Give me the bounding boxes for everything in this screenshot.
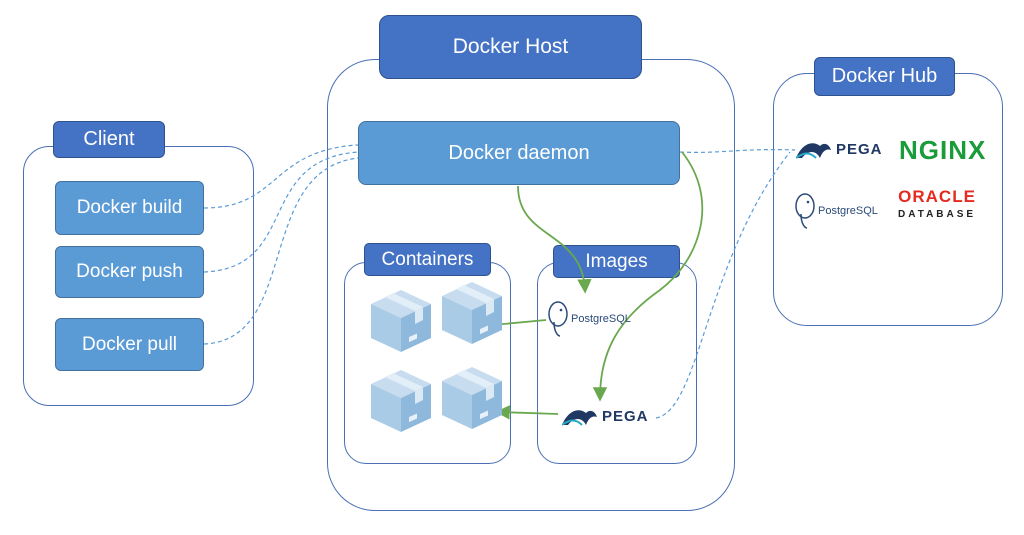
postgresql-elephant-icon [548, 301, 568, 337]
hub-logo-oracle: ORACLE DATABASE [898, 187, 977, 220]
postgresql-elephant-icon [795, 193, 815, 229]
image-pega: PEGA [562, 405, 649, 427]
docker-build-command: Docker build [55, 181, 204, 235]
containers-title: Containers [364, 243, 491, 276]
hub-logo-nginx: NGINX [899, 135, 987, 165]
containers-frame [344, 262, 511, 464]
images-title: Images [553, 245, 680, 278]
docker-host-title: Docker Host [379, 15, 642, 79]
docker-hub-title: Docker Hub [814, 57, 955, 96]
hub-logo-postgresql: PostgreSQL [795, 192, 878, 230]
image-postgresql: PostgreSQL [548, 300, 631, 338]
pega-logo-icon [796, 143, 831, 159]
hub-logo-pega: PEGA [796, 138, 883, 160]
pega-logo-icon [562, 410, 597, 426]
docker-daemon: Docker daemon [358, 121, 680, 185]
docker-pull-command: Docker pull [55, 318, 204, 371]
images-frame [537, 262, 697, 464]
docker-push-command: Docker push [55, 246, 204, 298]
client-title: Client [53, 121, 165, 158]
